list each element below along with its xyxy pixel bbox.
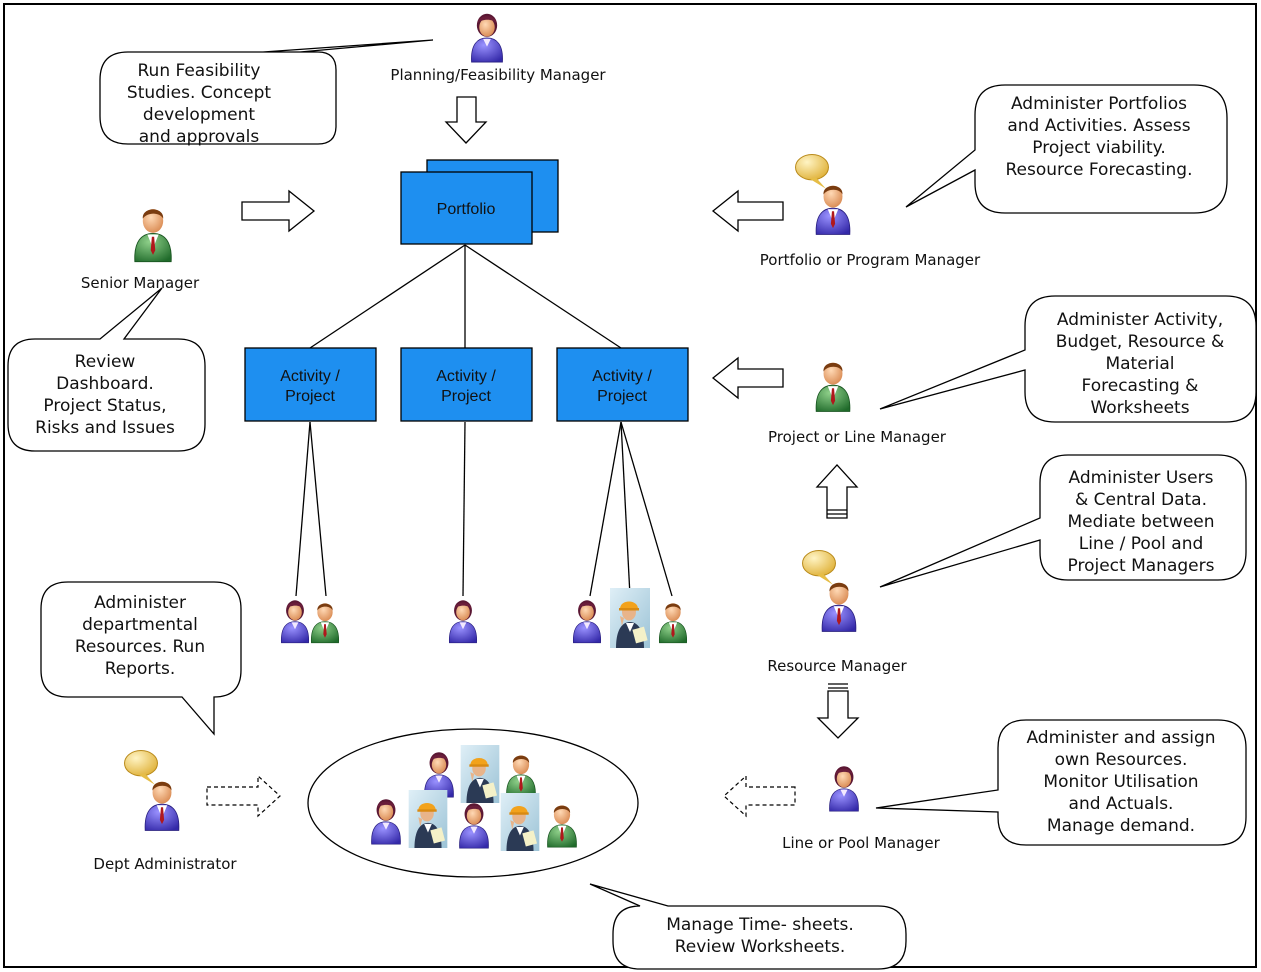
svg-text:and Actuals.: and Actuals. — [1069, 794, 1174, 814]
female-user-icon — [572, 599, 602, 644]
svg-text:and Activities. Assess: and Activities. Assess — [1007, 116, 1190, 136]
svg-text:Review: Review — [75, 352, 136, 372]
male-user-icon — [815, 362, 851, 412]
engineer-icon — [460, 745, 500, 803]
svg-text:Administer Users: Administer Users — [1069, 468, 1214, 488]
svg-text:Worksheets: Worksheets — [1090, 398, 1189, 418]
activity-label-line2: Project — [441, 388, 491, 405]
svg-text:Line / Pool and: Line / Pool and — [1079, 534, 1204, 554]
svg-text:Dashboard.: Dashboard. — [56, 374, 154, 394]
left-arrow-icon — [711, 189, 784, 233]
male-user-icon — [310, 602, 340, 644]
male-user-icon — [144, 781, 180, 831]
svg-text:development: development — [143, 105, 255, 125]
svg-text:Review Worksheets.: Review Worksheets. — [675, 937, 846, 957]
svg-text:Run Feasibility: Run Feasibility — [138, 61, 261, 81]
timesheets-text: Manage Time- sheets. Review Worksheets. — [666, 915, 854, 957]
activity-box-1: Activity / Project — [244, 347, 377, 422]
right-dashed-arrow-icon — [206, 774, 281, 818]
resource-manager-label: Resource Manager — [767, 657, 907, 675]
speech-bubble-icon — [123, 749, 159, 786]
speech-bubble-icon — [794, 153, 830, 190]
activity-label-line1: Activity / — [280, 368, 340, 385]
users-admin-callout — [879, 454, 1247, 588]
assign-resources-callout — [875, 719, 1247, 846]
svg-text:Budget, Resource &: Budget, Resource & — [1056, 332, 1225, 352]
planning-manager-label: Planning/Feasibility Manager — [390, 66, 606, 84]
activity-label-line1: Activity / — [592, 368, 652, 385]
male-user-icon — [134, 208, 172, 263]
engineer-icon — [408, 790, 448, 848]
dept-resources-text: Administer departmental Resources. Run R… — [75, 593, 205, 679]
svg-text:Monitor Utilisation: Monitor Utilisation — [1043, 772, 1198, 792]
activity-label-line1: Activity / — [436, 368, 496, 385]
dept-resources-callout — [40, 581, 242, 736]
engineer-icon — [610, 588, 650, 648]
assign-resources-text: Administer and assign own Resources. Mon… — [1026, 728, 1215, 836]
review-callout — [7, 287, 206, 452]
left-arrow-icon — [711, 356, 784, 400]
dept-administrator-label: Dept Administrator — [93, 855, 237, 873]
svg-text:Material: Material — [1105, 354, 1174, 374]
feasibility-text: Run Feasibility Studies. Concept develop… — [127, 61, 272, 147]
left-dashed-arrow-icon — [723, 774, 796, 818]
up-arrow-icon — [815, 464, 859, 519]
activity-admin-text: Administer Activity, Budget, Resource & … — [1056, 310, 1225, 418]
svg-text:own Resources.: own Resources. — [1055, 750, 1188, 770]
portfolio-manager-label: Portfolio or Program Manager — [760, 251, 981, 269]
svg-text:Administer and assign: Administer and assign — [1026, 728, 1215, 748]
portfolio-label: Portfolio — [437, 201, 496, 218]
right-arrow-icon — [241, 189, 316, 233]
portfolio-box: Portfolio — [400, 159, 559, 245]
male-user-icon — [815, 185, 851, 235]
svg-text:departmental: departmental — [82, 615, 198, 635]
svg-text:Administer Activity,: Administer Activity, — [1057, 310, 1223, 330]
female-user-icon — [470, 13, 504, 63]
svg-text:& Central Data.: & Central Data. — [1075, 490, 1207, 510]
review-text: Review Dashboard. Project Status, Risks … — [35, 352, 175, 438]
down-arrow-icon — [444, 96, 488, 144]
portfolio-admin-text: Administer Portfolios and Activities. As… — [1006, 94, 1193, 180]
female-user-icon — [280, 599, 310, 644]
line-pool-manager-label: Line or Pool Manager — [782, 834, 941, 852]
svg-text:Project Status,: Project Status, — [43, 396, 166, 416]
engineer-icon — [500, 793, 540, 851]
down-arrow-icon — [816, 690, 860, 739]
speech-bubble-icon — [801, 549, 837, 586]
svg-text:Administer: Administer — [94, 593, 186, 613]
female-user-icon — [829, 765, 859, 812]
male-user-icon — [658, 602, 688, 644]
activity-box-2: Activity / Project — [400, 347, 533, 422]
feasibility-callout — [99, 39, 434, 145]
activity-label-line2: Project — [597, 388, 647, 405]
activity-label-line2: Project — [285, 388, 335, 405]
svg-text:Resource Forecasting.: Resource Forecasting. — [1006, 160, 1193, 180]
timesheets-callout — [589, 883, 907, 970]
svg-text:Administer Portfolios: Administer Portfolios — [1011, 94, 1187, 114]
svg-text:Manage demand.: Manage demand. — [1047, 816, 1195, 836]
svg-text:Resources. Run: Resources. Run — [75, 637, 205, 657]
portfolio-admin-callout — [905, 84, 1228, 214]
svg-text:Reports.: Reports. — [105, 659, 176, 679]
senior-manager-label: Senior Manager — [81, 274, 200, 292]
activity-box-3: Activity / Project — [556, 347, 689, 422]
male-user-icon — [821, 582, 857, 632]
svg-text:Mediate between: Mediate between — [1067, 512, 1214, 532]
svg-text:Risks and Issues: Risks and Issues — [35, 418, 175, 438]
svg-text:Manage Time- sheets.: Manage Time- sheets. — [666, 915, 854, 935]
svg-text:Studies. Concept: Studies. Concept — [127, 83, 272, 103]
female-user-icon — [448, 599, 478, 644]
svg-text:Forecasting &: Forecasting & — [1082, 376, 1199, 396]
svg-text:Project Managers: Project Managers — [1068, 556, 1215, 576]
svg-text:and approvals: and approvals — [139, 127, 260, 147]
users-admin-text: Administer Users & Central Data. Mediate… — [1067, 468, 1214, 576]
activity-admin-callout — [879, 295, 1257, 423]
svg-text:Project viability.: Project viability. — [1032, 138, 1165, 158]
portfolio-connectors — [295, 244, 673, 597]
project-manager-label: Project or Line Manager — [768, 428, 947, 446]
